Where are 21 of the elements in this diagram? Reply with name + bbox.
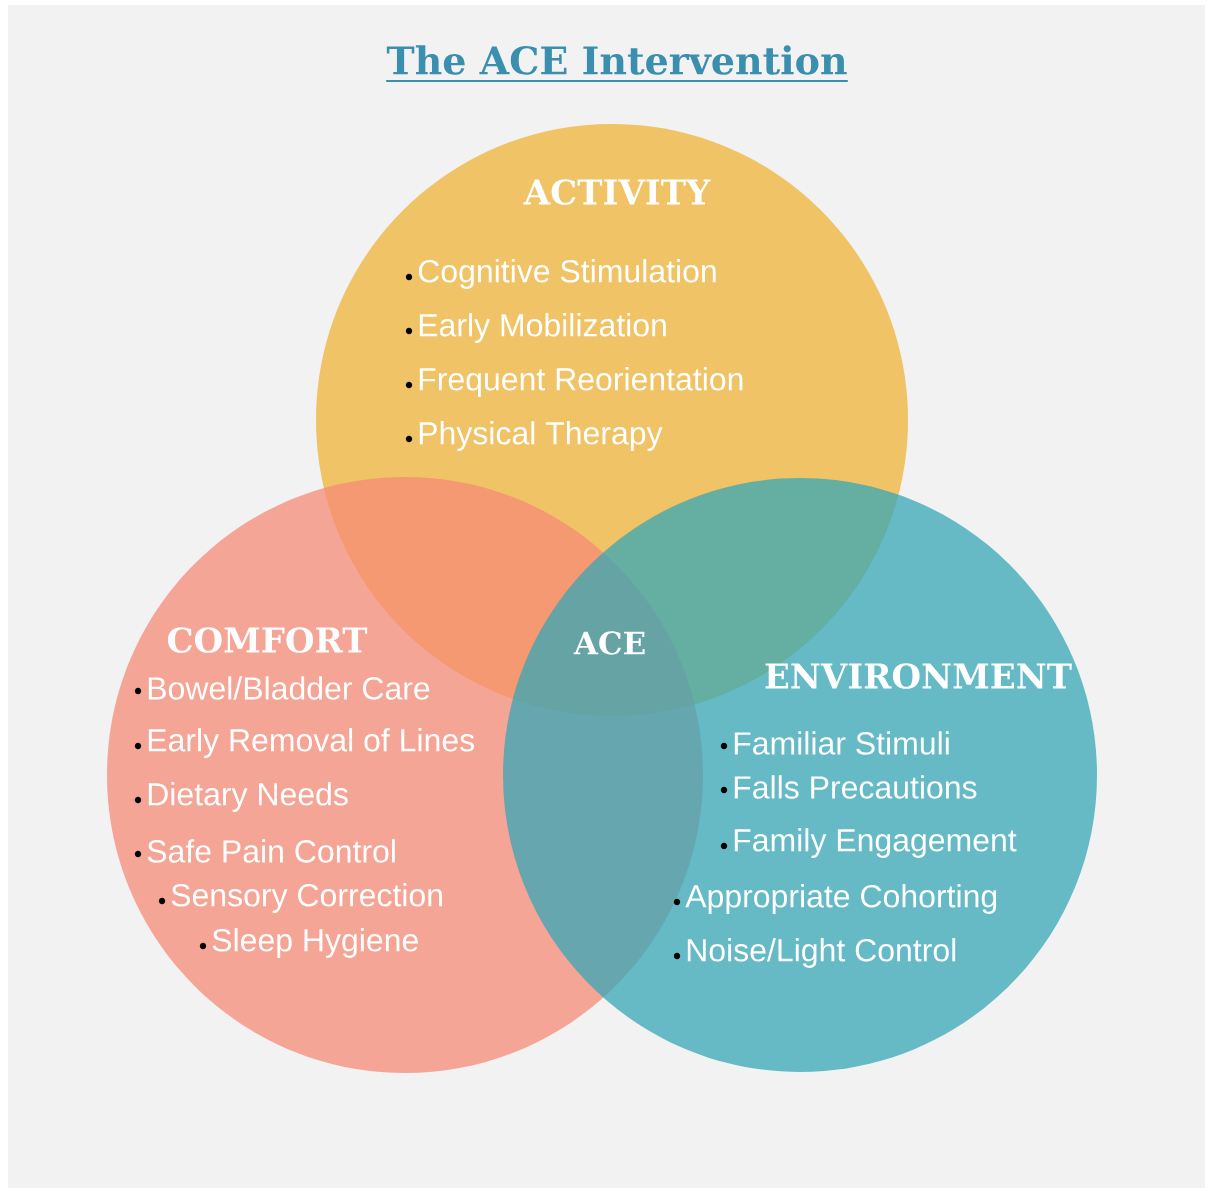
list-item: Dietary Needs bbox=[134, 782, 348, 812]
list-item: Falls Precautions bbox=[720, 775, 977, 799]
list-item: Noise/Light Control bbox=[673, 938, 956, 968]
list-item: Cognitive Stimulation bbox=[405, 259, 716, 289]
list-item: Frequent Reorientation bbox=[405, 367, 743, 397]
list-item: Sensory Correction bbox=[158, 883, 442, 913]
center-label: ACE bbox=[573, 631, 645, 655]
list-item: Physical Therapy bbox=[405, 421, 663, 451]
list-item: Appropriate Cohorting bbox=[673, 884, 997, 914]
list-item: Familiar Stimuli bbox=[720, 731, 949, 755]
circle-heading: ENVIRONMENT bbox=[765, 663, 1072, 689]
list-item: Early Removal of Lines bbox=[134, 728, 474, 758]
circle-heading: ACTIVITY bbox=[523, 179, 711, 205]
list-item: Safe Pain Control bbox=[134, 839, 395, 863]
list-item: Early Mobilization bbox=[405, 313, 666, 343]
circle-heading: COMFORT bbox=[167, 627, 368, 653]
list-item: Sleep Hygiene bbox=[199, 928, 418, 958]
title: The ACE Intervention bbox=[386, 45, 847, 75]
list-item: Bowel/Bladder Care bbox=[134, 676, 430, 700]
venn-circle bbox=[503, 478, 1097, 1072]
list-item: Family Engagement bbox=[720, 828, 1017, 858]
